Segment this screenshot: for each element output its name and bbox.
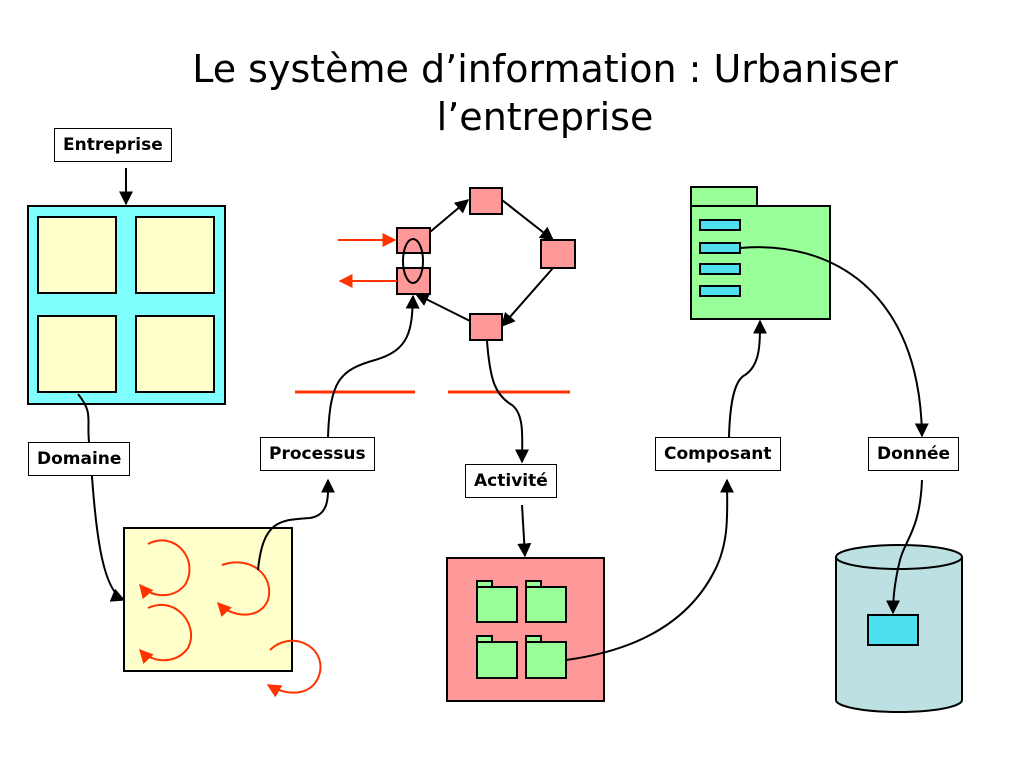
domaine-label: Domaine (28, 442, 131, 476)
arrow-graph-to-activite (486, 340, 530, 464)
composant-label: Composant (655, 437, 781, 471)
arrow-composant-to-block (728, 319, 767, 438)
arrow-domaine-to-block (77, 393, 126, 602)
composant-block (690, 186, 831, 320)
activite-label: Activité (465, 464, 557, 498)
processus-label: Processus (260, 437, 375, 471)
process-graph (338, 187, 576, 341)
donnee-database (835, 544, 963, 713)
arrow-folders-to-composant (565, 478, 735, 661)
arrow-composant-to-donnee (739, 246, 929, 438)
arrow-block-to-processus (257, 478, 336, 571)
domaine-block (123, 527, 322, 698)
arrow-processus-to-graph (327, 294, 420, 438)
arrow-donnee-to-db (886, 479, 923, 615)
activite-block (446, 557, 605, 702)
entreprise-block (27, 205, 226, 405)
arrow-activite-to-block (517, 504, 532, 558)
entreprise-label: Entreprise (54, 128, 172, 162)
page-title: Le système d’information : Urbaniser l’e… (192, 47, 898, 139)
donnee-label: Donnée (868, 437, 960, 471)
